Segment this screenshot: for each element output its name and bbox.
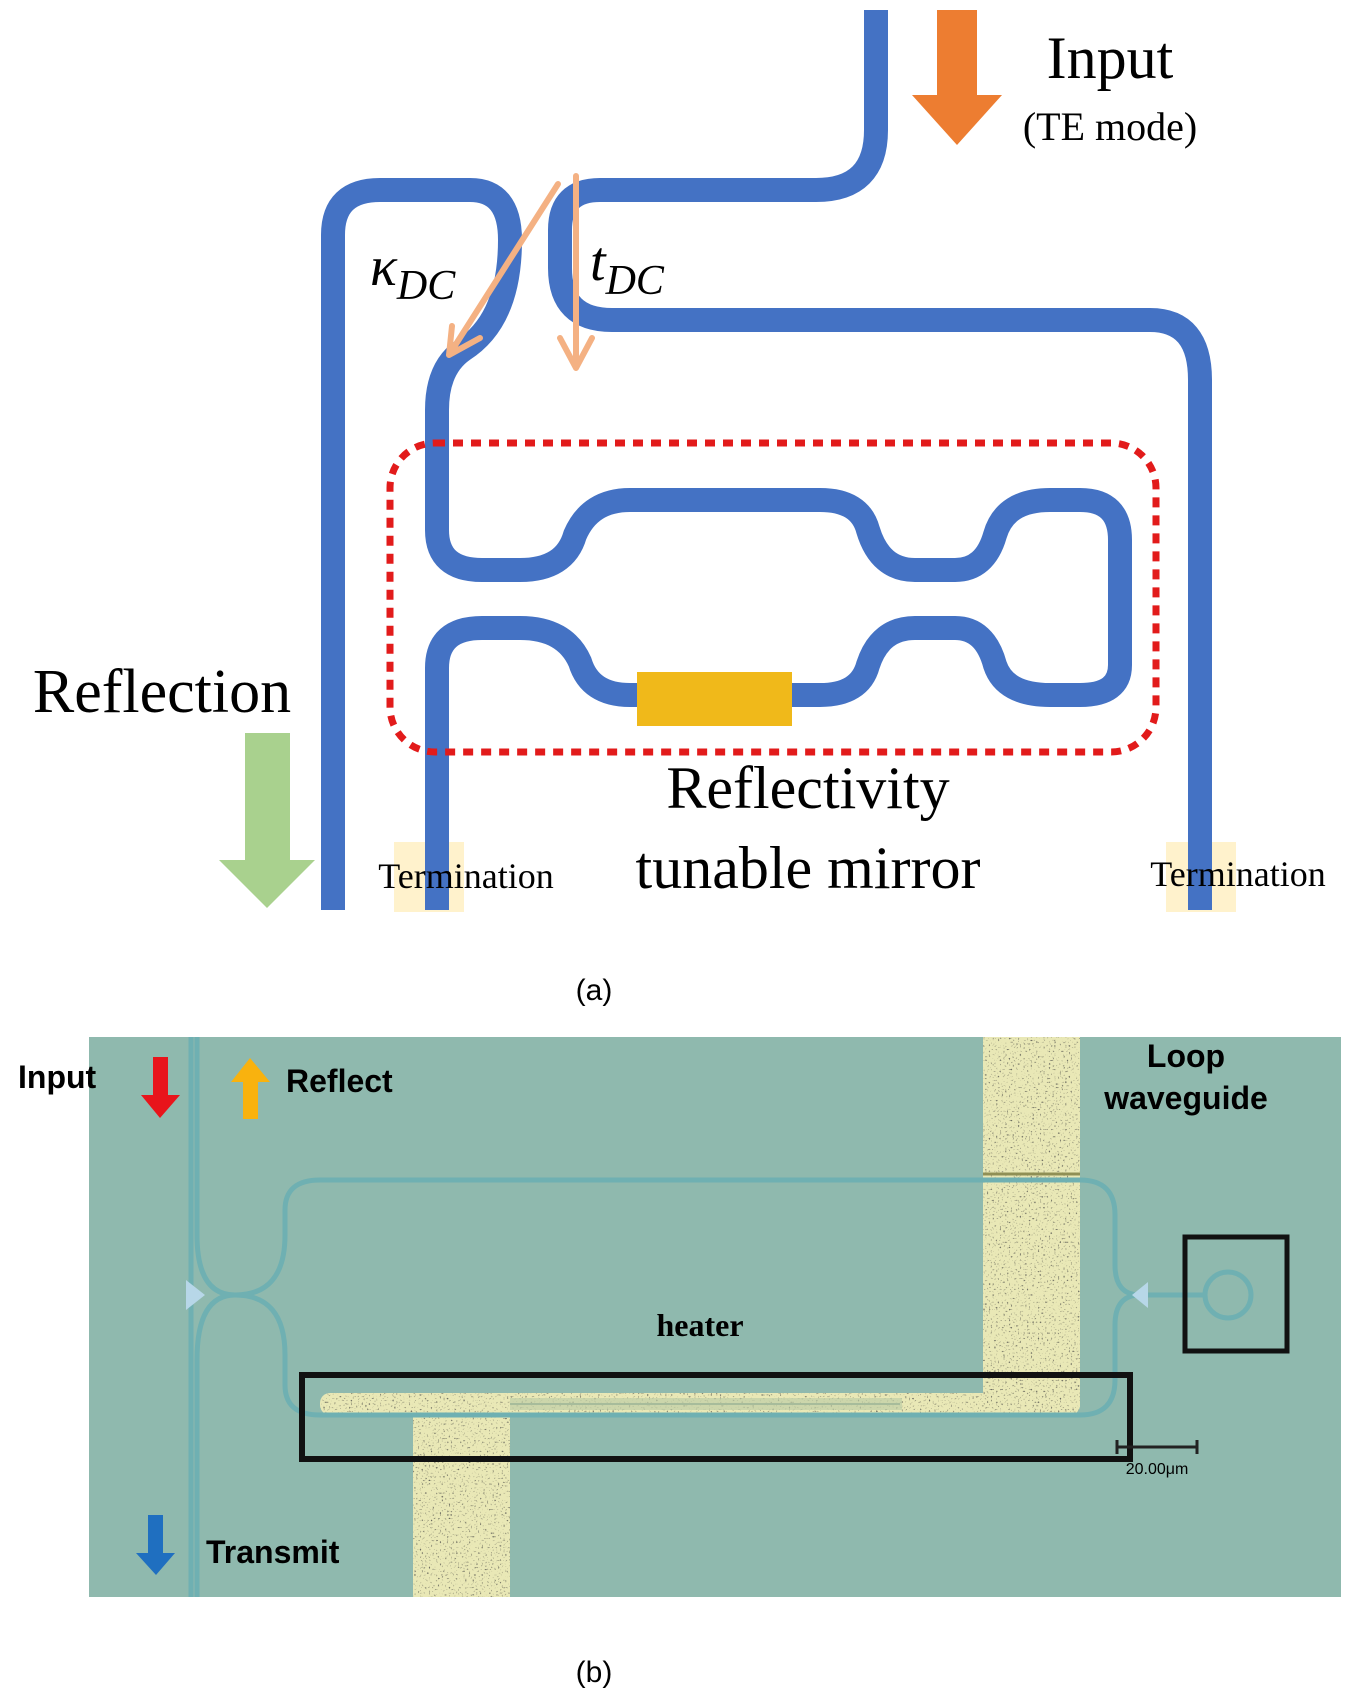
t-arrow-icon: [557, 173, 595, 371]
scale-bar: [1115, 1440, 1199, 1454]
metal-pad-bottom: [413, 1395, 510, 1597]
reflection-arrow-icon: [219, 733, 315, 908]
panel-a-caption: (a): [576, 974, 613, 1007]
reflection-label: Reflection: [33, 658, 291, 726]
transmit-label: Transmit: [206, 1534, 340, 1570]
panel-a-schematic: Input (TE mode) κDC tDC Reflection Refle…: [33, 10, 1326, 1007]
scale-bar-label: 20.00μm: [1126, 1461, 1189, 1478]
mirror-box: [386, 439, 1160, 756]
input-label: Input: [1047, 25, 1174, 91]
input-red-arrow-icon: [141, 1057, 180, 1118]
micro-reflect-label: Reflect: [286, 1063, 393, 1099]
input-mode-label: (TE mode): [1023, 104, 1197, 149]
mirror-label-line1: Reflectivity: [666, 755, 949, 821]
loop-mirror-ring: [1202, 1269, 1254, 1321]
loop-label-line2: waveguide: [1103, 1080, 1268, 1116]
loop-box: [1182, 1234, 1290, 1354]
kappa-arrow-icon: [446, 181, 561, 358]
micrograph-background: [89, 1037, 1341, 1597]
transmit-blue-arrow-icon: [136, 1515, 175, 1575]
termination-right-label: Termination: [1150, 854, 1325, 894]
heater-label: heater: [656, 1307, 743, 1343]
t-label: tDC: [590, 231, 665, 304]
loop-label-line1: Loop: [1147, 1038, 1225, 1074]
coupler-right-marker: [1132, 1282, 1148, 1308]
metal-pad-top: [983, 1037, 1080, 1407]
heater-center-bar: [510, 1398, 902, 1410]
micro-input-label: Input: [18, 1059, 97, 1095]
coupling-arrows: [446, 173, 595, 371]
mirror-label-line2: tunable mirror: [636, 835, 981, 901]
heater-box: [299, 1372, 1133, 1462]
panel-b-caption: (b): [576, 1656, 613, 1689]
termination-left-label: Termination: [378, 856, 553, 896]
reflect-orange-arrow-icon: [231, 1058, 270, 1119]
panel-b-micrograph: 20.00μm Input Reflect Loop waveguide hea…: [18, 1037, 1341, 1689]
coupler-left-marker: [186, 1280, 205, 1310]
input-arrow-icon: [912, 10, 1002, 145]
kappa-label: κDC: [370, 236, 456, 309]
input-waveguide: [548, 10, 1212, 910]
heater: [637, 672, 792, 726]
